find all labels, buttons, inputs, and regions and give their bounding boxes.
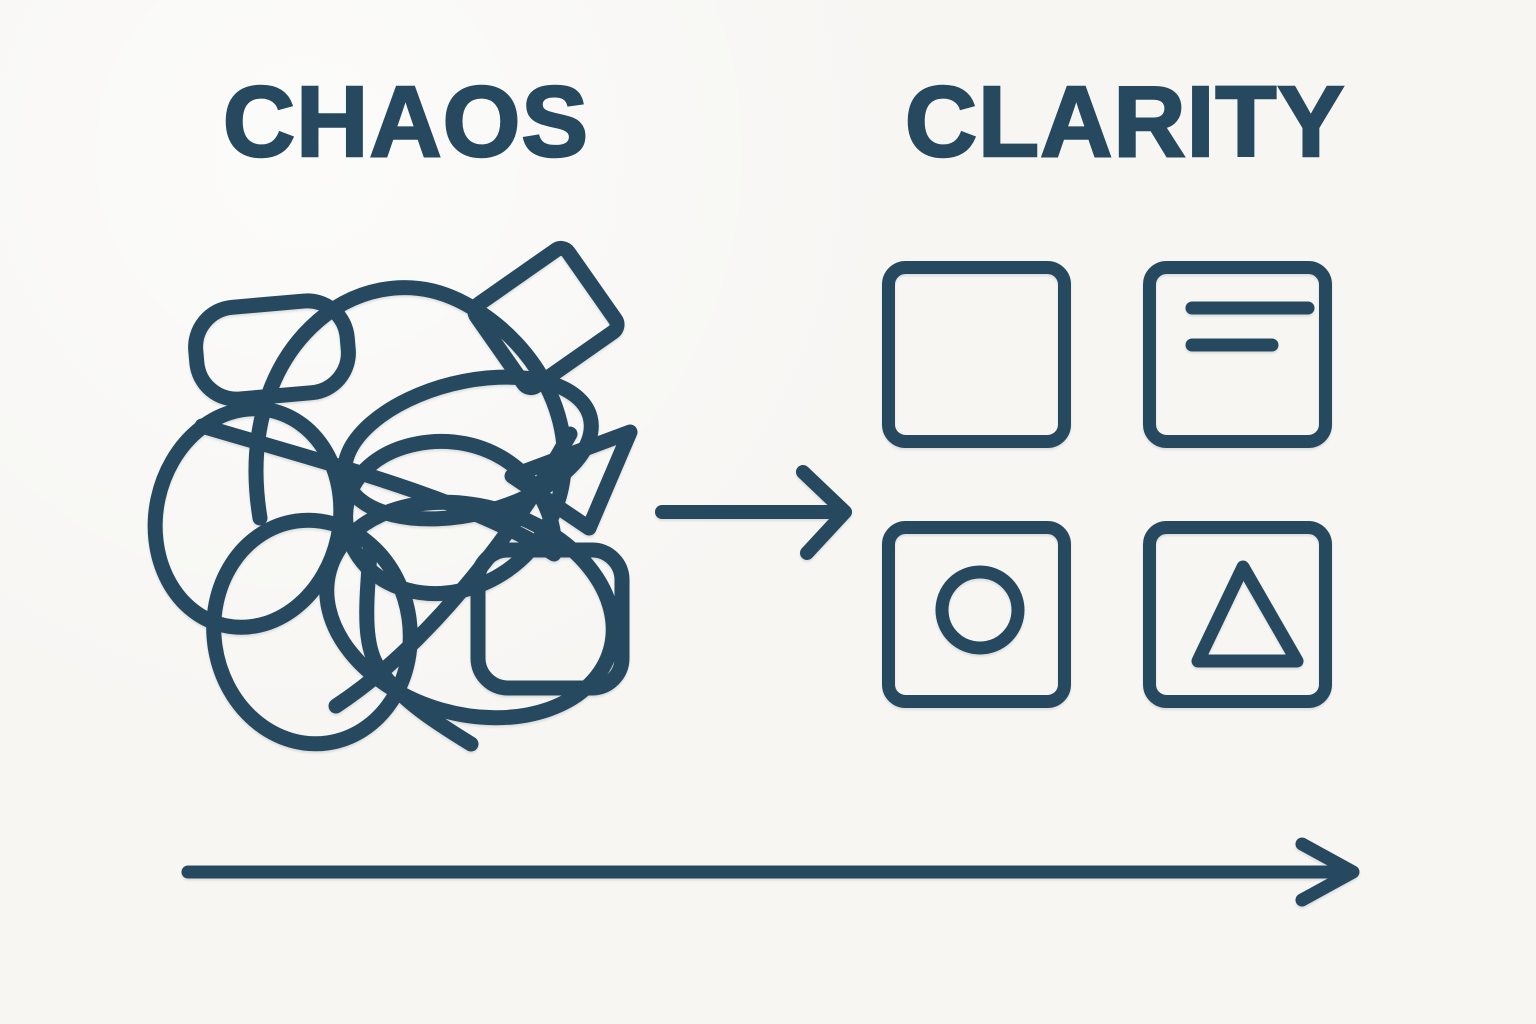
right-arrow-icon — [655, 465, 852, 560]
square-outline-icon — [882, 261, 1071, 448]
triangle-outline-icon — [1143, 521, 1332, 708]
chaos-title: CHAOS — [222, 66, 590, 178]
clarity-title: CLARITY — [904, 66, 1346, 178]
circle-outline-icon — [882, 521, 1071, 708]
text-lines-icon — [1143, 261, 1332, 448]
long-right-arrow-icon — [181, 837, 1360, 907]
tangled-scribble-icon — [147, 240, 638, 752]
